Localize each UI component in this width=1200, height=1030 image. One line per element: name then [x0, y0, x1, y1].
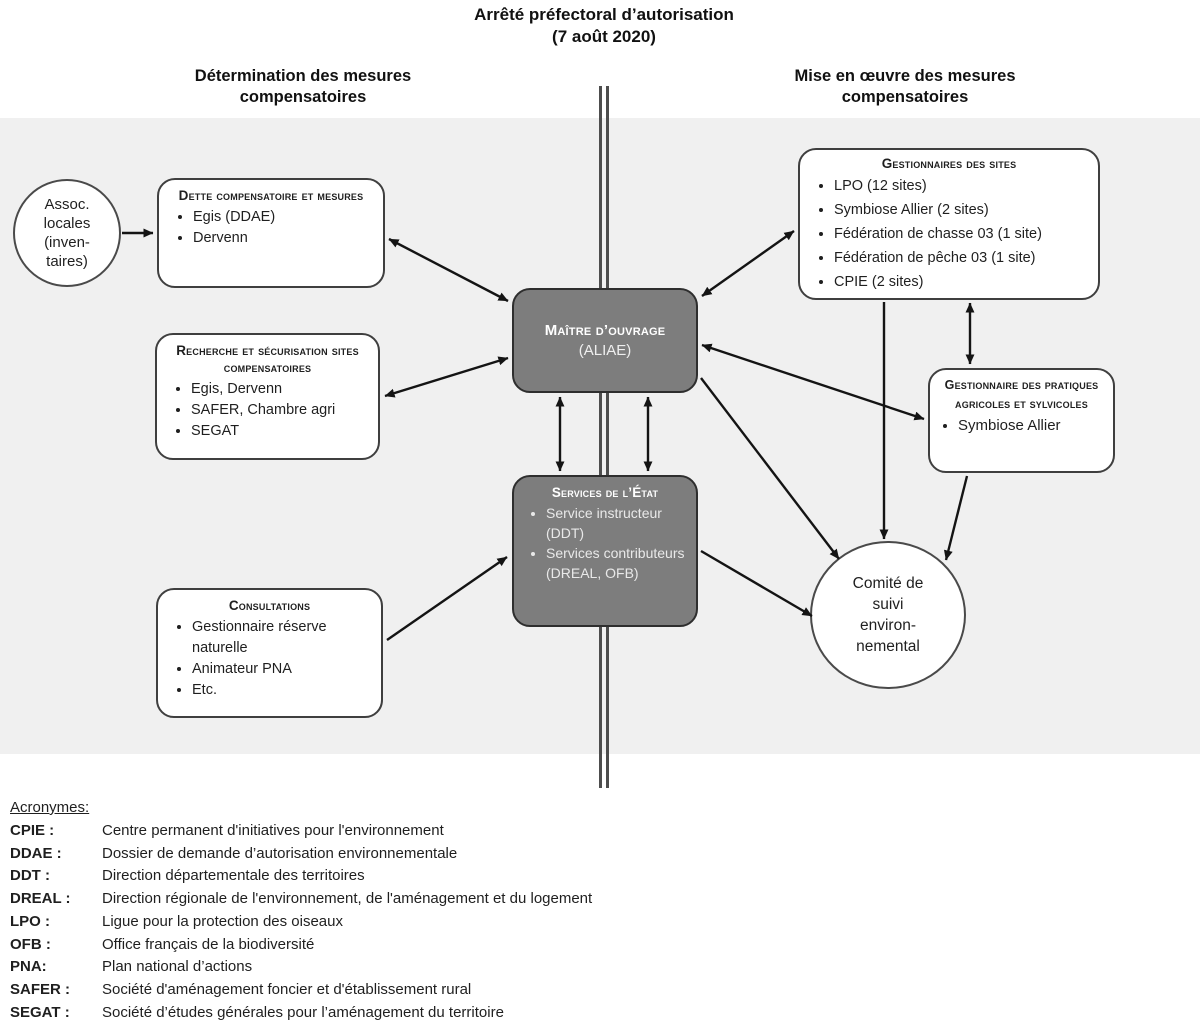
node-item-list: Gestionnaire réserve naturelle Animateur…	[168, 617, 371, 701]
list-item: Animateur PNA	[192, 659, 371, 680]
acronym-row: DDAE : Dossier de demande d’autorisation…	[10, 843, 1160, 866]
node-title: Recherche et sécurisation sites compensa…	[176, 343, 359, 375]
acronyms-heading: Acronymes:	[10, 799, 90, 816]
node-dette-compensatoire: Dette compensatoire et mesures Egis (DDA…	[157, 178, 385, 288]
page-title-line2: (7 août 2020)	[552, 27, 656, 46]
assoc-line: taires)	[46, 253, 88, 270]
comite-line: nemental	[856, 638, 920, 655]
acronym-row: OFB : Office français de la biodiversité	[10, 934, 1160, 957]
list-item: Gestionnaire réserve naturelle	[192, 617, 371, 659]
list-item: Services contributeurs (DREAL, OFB)	[546, 543, 686, 583]
node-comite-suivi: Comité de suivi environ- nemental	[810, 541, 966, 689]
assoc-line: (inven-	[44, 234, 90, 251]
acronym-value: Direction régionale de l'environnement, …	[102, 890, 593, 908]
node-item-list: Service instructeur (DDT) Services contr…	[524, 503, 686, 583]
acronym-value: Dossier de demande d’autorisation enviro…	[102, 844, 458, 862]
list-item: Etc.	[192, 680, 371, 701]
list-item: Symbiose Allier (2 sites)	[834, 198, 1088, 222]
list-item: CPIE (2 sites)	[834, 270, 1088, 294]
left-heading-line1: Détermination des mesures	[194, 67, 412, 85]
list-item: Fédération de chasse 03 (1 site)	[834, 222, 1088, 246]
acronym-key: SEGAT :	[10, 1003, 70, 1021]
acronym-value: Ligue pour la protection des oiseaux	[102, 912, 343, 930]
acronym-value: Plan national d’actions	[102, 958, 253, 976]
node-item-list: LPO (12 sites) Symbiose Allier (2 sites)…	[810, 174, 1088, 294]
page-title: Arrêté préfectoral d’autorisation (7 aoû…	[404, 4, 804, 48]
left-heading-line2: compensatoires	[239, 88, 367, 106]
node-title: Gestionnaires des sites	[881, 156, 1017, 171]
right-column-heading: Mise en œuvre des mesures compensatoires	[705, 66, 1105, 108]
list-item: Egis (DDAE)	[193, 207, 373, 228]
acronym-value: Direction départementale des territoires	[102, 867, 365, 885]
node-item-list: Egis (DDAE) Dervenn	[169, 207, 373, 249]
list-item: Dervenn	[193, 228, 373, 249]
assoc-line: Assoc.	[44, 196, 90, 213]
acronym-row: DREAL : Direction régionale de l'environ…	[10, 888, 1160, 911]
node-maitre-ouvrage: Maître d’ouvrage (ALIAE)	[512, 288, 698, 393]
acronym-value: Office français de la biodiversité	[102, 935, 315, 953]
comite-line: environ-	[860, 617, 916, 634]
acronym-key: CPIE :	[10, 822, 55, 839]
right-heading-line1: Mise en œuvre des mesures	[794, 67, 1016, 85]
acronym-row: DDT : Direction départementale des terri…	[10, 865, 1160, 888]
node-assoc-locales: Assoc. locales (inven- taires)	[13, 179, 121, 287]
acronym-key: DDAE :	[10, 844, 62, 862]
acronym-key: DDT :	[10, 867, 50, 885]
node-title: Gestionnaire des pratiques agricoles et …	[944, 378, 1099, 411]
center-divider-line	[599, 86, 609, 788]
node-title: Consultations	[228, 598, 311, 613]
list-item: SEGAT	[191, 421, 368, 442]
acronym-row: SAFER : Société d'aménagement foncier et…	[10, 979, 1160, 1002]
list-item: LPO (12 sites)	[834, 174, 1088, 198]
acronym-key: DREAL :	[10, 890, 71, 908]
acronyms-section: Acronymes: CPIE : Centre permanent d'ini…	[10, 796, 1160, 1024]
acronym-key: OFB :	[10, 935, 51, 953]
list-item: Egis, Dervenn	[191, 379, 368, 400]
node-title: Dette compensatoire et mesures	[178, 188, 364, 203]
node-item-list: Symbiose Allier	[938, 415, 1105, 436]
node-consultations: Consultations Gestionnaire réserve natur…	[156, 588, 383, 718]
comite-line: Comité de	[852, 575, 924, 592]
acronym-key: PNA:	[10, 958, 47, 976]
list-item: Fédération de pêche 03 (1 site)	[834, 246, 1088, 270]
list-item: Symbiose Allier	[958, 415, 1105, 436]
node-recherche-securisation: Recherche et sécurisation sites compensa…	[155, 333, 380, 460]
right-heading-line2: compensatoires	[841, 88, 969, 106]
acronym-value: Centre permanent d'initiatives pour l'en…	[102, 822, 444, 839]
acronym-value: Société d’études générales pour l’aménag…	[102, 1003, 504, 1021]
node-title: Services de l’État	[551, 485, 659, 500]
acronym-row: CPIE : Centre permanent d'initiatives po…	[10, 820, 1160, 843]
page-title-line1: Arrêté préfectoral d’autorisation	[474, 5, 734, 24]
node-gestionnaire-pratiques: Gestionnaire des pratiques agricoles et …	[928, 368, 1115, 473]
assoc-line: locales	[43, 215, 91, 232]
node-subtitle: (ALIAE)	[578, 342, 632, 359]
acronym-row: PNA: Plan national d’actions	[10, 956, 1160, 979]
acronym-value: Société d'aménagement foncier et d'établ…	[102, 980, 472, 998]
node-gestionnaires-sites: Gestionnaires des sites LPO (12 sites) S…	[798, 148, 1100, 300]
node-services-etat: Services de l’État Service instructeur (…	[512, 475, 698, 627]
list-item: SAFER, Chambre agri	[191, 400, 368, 421]
list-item: Service instructeur (DDT)	[546, 503, 686, 543]
acronym-row: LPO : Ligue pour la protection des oisea…	[10, 911, 1160, 934]
comite-line: suivi	[872, 596, 904, 613]
acronym-key: SAFER :	[10, 980, 70, 998]
acronym-row: SEGAT : Société d’études générales pour …	[10, 1002, 1160, 1025]
acronym-key: LPO :	[10, 912, 50, 930]
node-title: Maître d’ouvrage	[544, 322, 666, 339]
node-item-list: Egis, Dervenn SAFER, Chambre agri SEGAT	[167, 379, 368, 442]
left-column-heading: Détermination des mesures compensatoires	[103, 66, 503, 108]
